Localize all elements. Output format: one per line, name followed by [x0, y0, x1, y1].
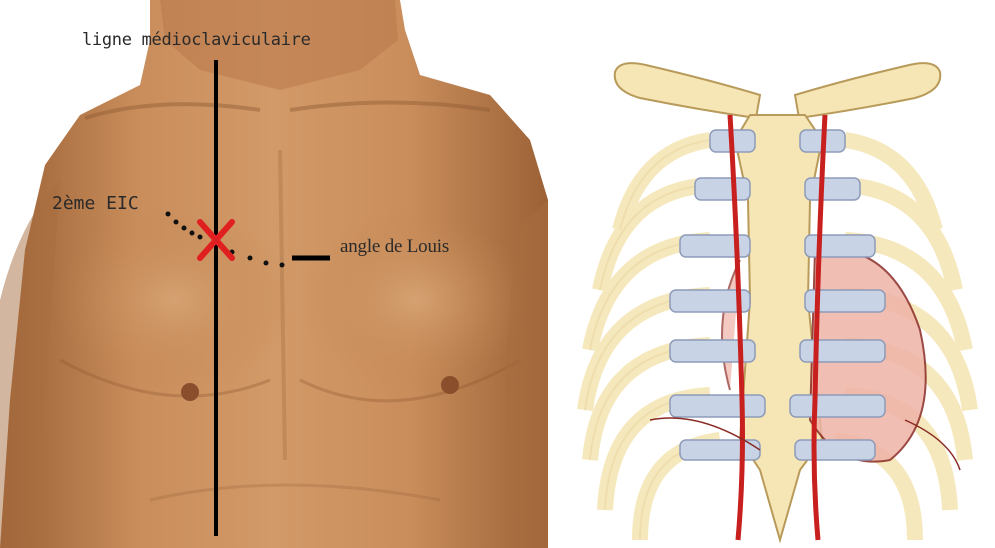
left-pectoral — [55, 210, 295, 390]
chest-photo-panel: ligne médioclaviculaire 2ème EIC angle d… — [0, 0, 548, 548]
rib-cage-illustration — [560, 0, 995, 548]
left-nipple — [181, 383, 199, 401]
right-nipple — [441, 376, 459, 394]
rib-cage-panel — [560, 0, 995, 548]
chest-illustration — [0, 0, 548, 548]
angle-of-louis-label: angle de Louis — [340, 236, 449, 258]
second-ics-label: 2ème EIC — [52, 193, 139, 214]
midclavicular-line-label: ligne médioclaviculaire — [82, 30, 311, 50]
